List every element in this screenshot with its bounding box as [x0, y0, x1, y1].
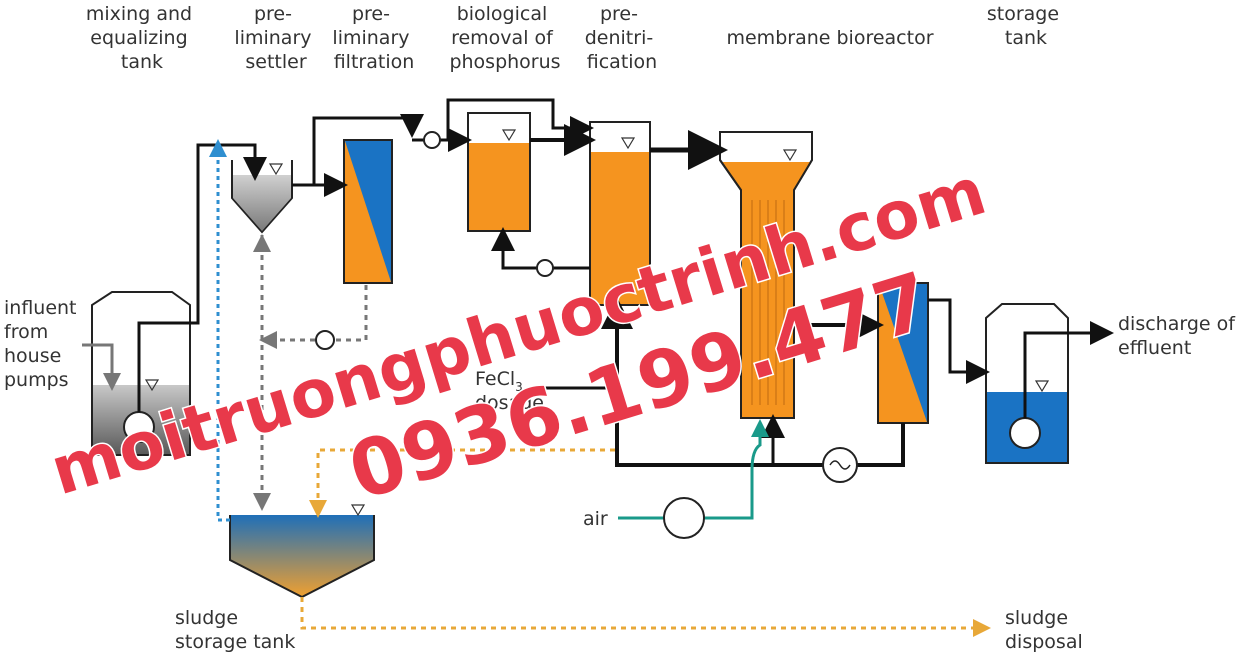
label-sludge-storage: sludge storage tank — [175, 607, 295, 653]
label-membrane-bioreactor: membrane bioreactor — [726, 27, 933, 49]
membrane-bioreactor-tank — [719, 131, 813, 419]
label-bio-phosphorus: biological removal of phosphorus — [449, 3, 560, 73]
storage-tank — [985, 303, 1069, 464]
mixing-equalizing-tank — [91, 291, 191, 456]
label-pre-denitrification: pre- denitri- fication — [585, 3, 660, 73]
air-supply-line — [618, 419, 769, 520]
return-pump-icon — [822, 447, 858, 483]
label-sludge-disposal: sludge disposal — [1005, 607, 1083, 653]
recycle-pump — [536, 259, 554, 277]
label-pre-settler: pre- liminary settler — [234, 3, 317, 73]
bio-phosphorus-tank — [467, 112, 531, 232]
membrane-filter — [877, 282, 929, 424]
label-storage-tank: storage tank — [987, 3, 1065, 49]
preliminary-filtration — [343, 139, 393, 284]
label-discharge: discharge of effluent — [1118, 313, 1241, 359]
sludge-storage-tank — [229, 504, 375, 599]
junction-pump — [423, 131, 441, 149]
main-flow-lines — [137, 98, 1114, 467]
sludge-pump — [315, 330, 335, 350]
pre-denitrification-tank — [589, 121, 651, 306]
blue-recycle-line — [209, 139, 230, 522]
label-pre-filtration: pre- liminary filtration — [332, 3, 415, 73]
sludge-grey-dotted-lines — [253, 234, 368, 511]
air-blower-icon — [663, 497, 705, 539]
influent-arrow — [82, 343, 121, 391]
label-air: air — [583, 508, 608, 530]
label-mixing-tank: mixing and equalizing tank — [86, 3, 198, 73]
preliminary-settler — [231, 160, 293, 234]
label-influent: influent from house pumps — [4, 297, 83, 391]
sludge-orange-dotted-lines — [300, 448, 991, 637]
label-fecl3: FeCl3 dosage — [475, 368, 544, 414]
